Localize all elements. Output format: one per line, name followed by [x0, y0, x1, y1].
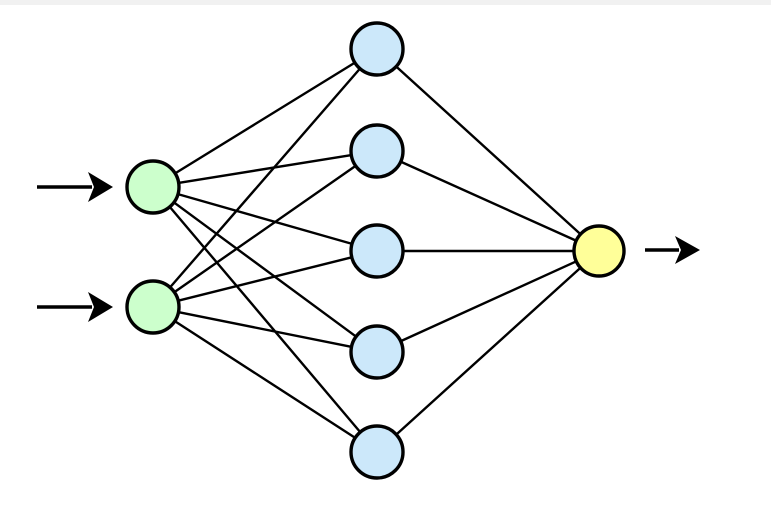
edge-input-2-to-hidden-1 [168, 66, 362, 290]
edge-input-1-to-hidden-2 [176, 153, 354, 185]
node-hidden-2[interactable] [349, 123, 405, 179]
top-edge-strip [0, 0, 771, 5]
edges-group [167, 60, 583, 440]
edge-input-2-to-hidden-4 [176, 310, 354, 349]
input-arrow-1-head [88, 172, 113, 202]
edge-input-1-to-hidden-5 [167, 204, 363, 435]
node-hidden-4[interactable] [349, 324, 405, 380]
node-hidden-3[interactable] [349, 223, 405, 279]
edge-input-2-to-hidden-3 [176, 255, 354, 303]
edge-input-1-to-hidden-3 [175, 192, 355, 246]
edge-input-2-to-hidden-2 [172, 164, 358, 294]
node-input-2[interactable] [125, 279, 181, 335]
edge-hidden-5-to-output-1 [394, 265, 583, 437]
node-input-1[interactable] [125, 159, 181, 215]
edge-input-1-to-hidden-1 [173, 60, 357, 176]
output-arrow-1-icon [645, 236, 700, 264]
edge-hidden-2-to-output-1 [398, 160, 579, 243]
nodes-group [125, 21, 626, 480]
arrows-group [37, 172, 700, 322]
edge-hidden-4-to-output-1 [398, 259, 579, 343]
edge-input-2-to-hidden-5 [172, 319, 358, 440]
output-arrow-1-head [675, 236, 700, 264]
node-output-1[interactable] [572, 224, 626, 278]
edge-input-1-to-hidden-4 [171, 200, 359, 339]
node-hidden-5[interactable] [349, 424, 405, 480]
input-arrow-2-icon [37, 292, 113, 322]
input-arrow-2-head [88, 292, 113, 322]
node-hidden-1[interactable] [349, 21, 405, 77]
edge-hidden-1-to-output-1 [394, 64, 583, 237]
input-arrow-1-icon [37, 172, 113, 202]
